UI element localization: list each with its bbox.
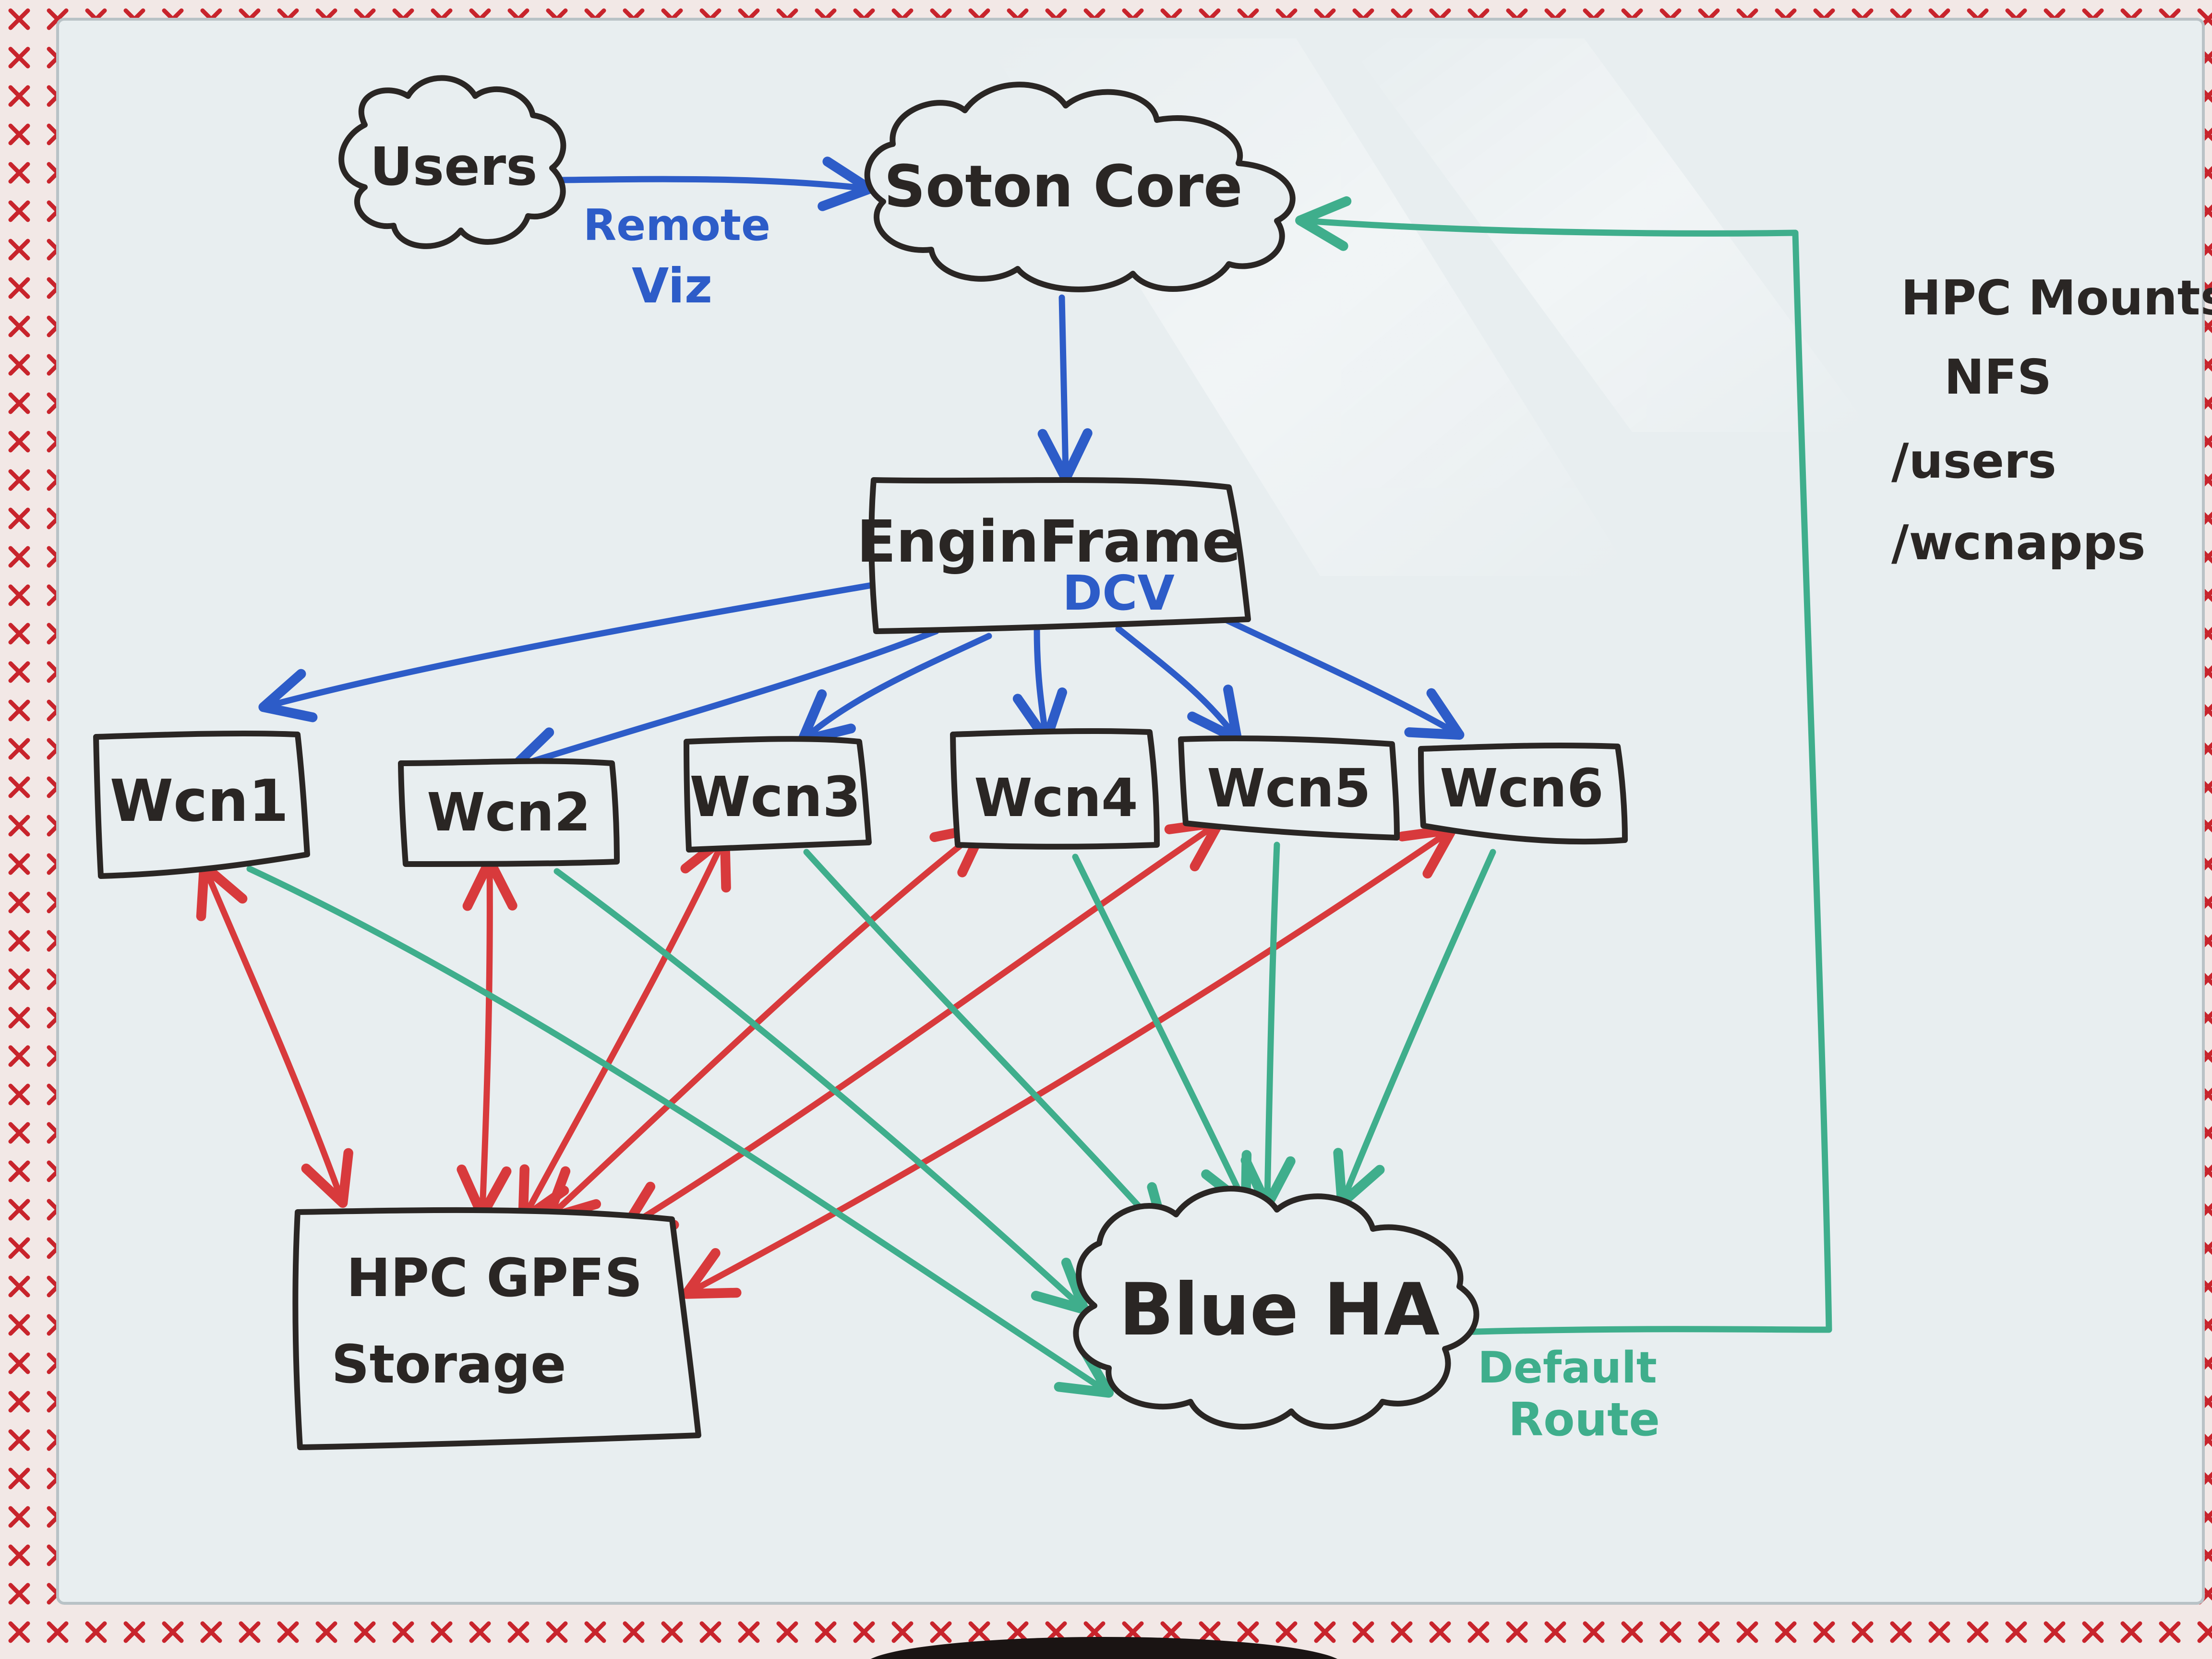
edge-users-to-soton-core: [558, 156, 875, 211]
users-label: Users: [370, 136, 537, 197]
edge-wcn4-to-blue-ha: [1072, 854, 1252, 1210]
wcn6-label: Wcn6: [1440, 757, 1603, 819]
wcn3-box: [684, 736, 872, 853]
edge-enginframe-to-wcn6: [1211, 611, 1465, 740]
enginframe-sublabel: DCV: [1062, 565, 1175, 621]
wcn2-box: [398, 758, 620, 867]
wcn3-label: Wcn3: [690, 765, 861, 830]
wcn1-label: Wcn1: [110, 768, 289, 835]
enginframe-box: [868, 477, 1251, 634]
edge-enginframe-to-wcn1: [258, 580, 887, 722]
soton-core-label: Soton Core: [884, 154, 1243, 220]
edge-wcn6-to-blue-ha: [1333, 849, 1496, 1208]
edge-label-default: Default: [1478, 1343, 1657, 1393]
wcn4-label: Wcn4: [974, 767, 1138, 829]
edge-label-route: Route: [1508, 1394, 1660, 1446]
edge-wcn1-storage: [196, 861, 353, 1208]
edge-wcn2-to-blue-ha: [553, 868, 1089, 1315]
edge-wcn5-to-blue-ha: [1240, 842, 1296, 1211]
wcn6-box: [1418, 742, 1628, 845]
edge-enginframe-to-wcn3: [797, 633, 992, 745]
note-line4: /wcnapps: [1891, 515, 2146, 571]
edge-enginframe-to-wcn5: [1115, 625, 1242, 744]
blue-ha-cloud: [1073, 1186, 1479, 1430]
note-line1: HPC Mounts: [1901, 270, 2212, 326]
shadow: [870, 1637, 1338, 1659]
wcn1-box: [93, 730, 310, 879]
wcn2-label: Wcn2: [427, 781, 590, 843]
storage-label-line2: Storage: [331, 1334, 566, 1395]
edge-wcn3-to-blue-ha: [803, 849, 1171, 1240]
blue-ha-label: Blue HA: [1119, 1268, 1440, 1352]
users-cloud: [338, 75, 566, 249]
note-line2: NFS: [1944, 349, 2052, 405]
edge-blue-ha-to-soton-core: [1295, 196, 1832, 1335]
storage-box: [292, 1207, 701, 1450]
edge-wcn2-storage: [457, 856, 517, 1220]
storage-label-line1: HPC GPFS: [347, 1247, 643, 1309]
edge-wcn6-storage: [681, 825, 1457, 1299]
edge-enginframe-to-wcn4: [1012, 625, 1067, 745]
mounts-note: HPC Mounts NFS /users /wcnapps: [1891, 270, 2212, 571]
note-line3: /users: [1891, 433, 2056, 489]
edge-wcn1-to-blue-ha: [246, 866, 1114, 1398]
edge-soton-core-to-enginframe: [1037, 294, 1093, 483]
edge-label-viz: Viz: [632, 258, 712, 314]
edge-enginframe-to-wcn2: [508, 628, 939, 781]
wcn5-box: [1178, 735, 1400, 841]
enginframe-label: EnginFrame: [857, 509, 1241, 576]
wcn4-box: [950, 728, 1160, 850]
wcn5-label: Wcn5: [1207, 757, 1370, 819]
edge-label-remote: Remote: [583, 200, 770, 251]
soton-core-cloud: [864, 82, 1296, 292]
